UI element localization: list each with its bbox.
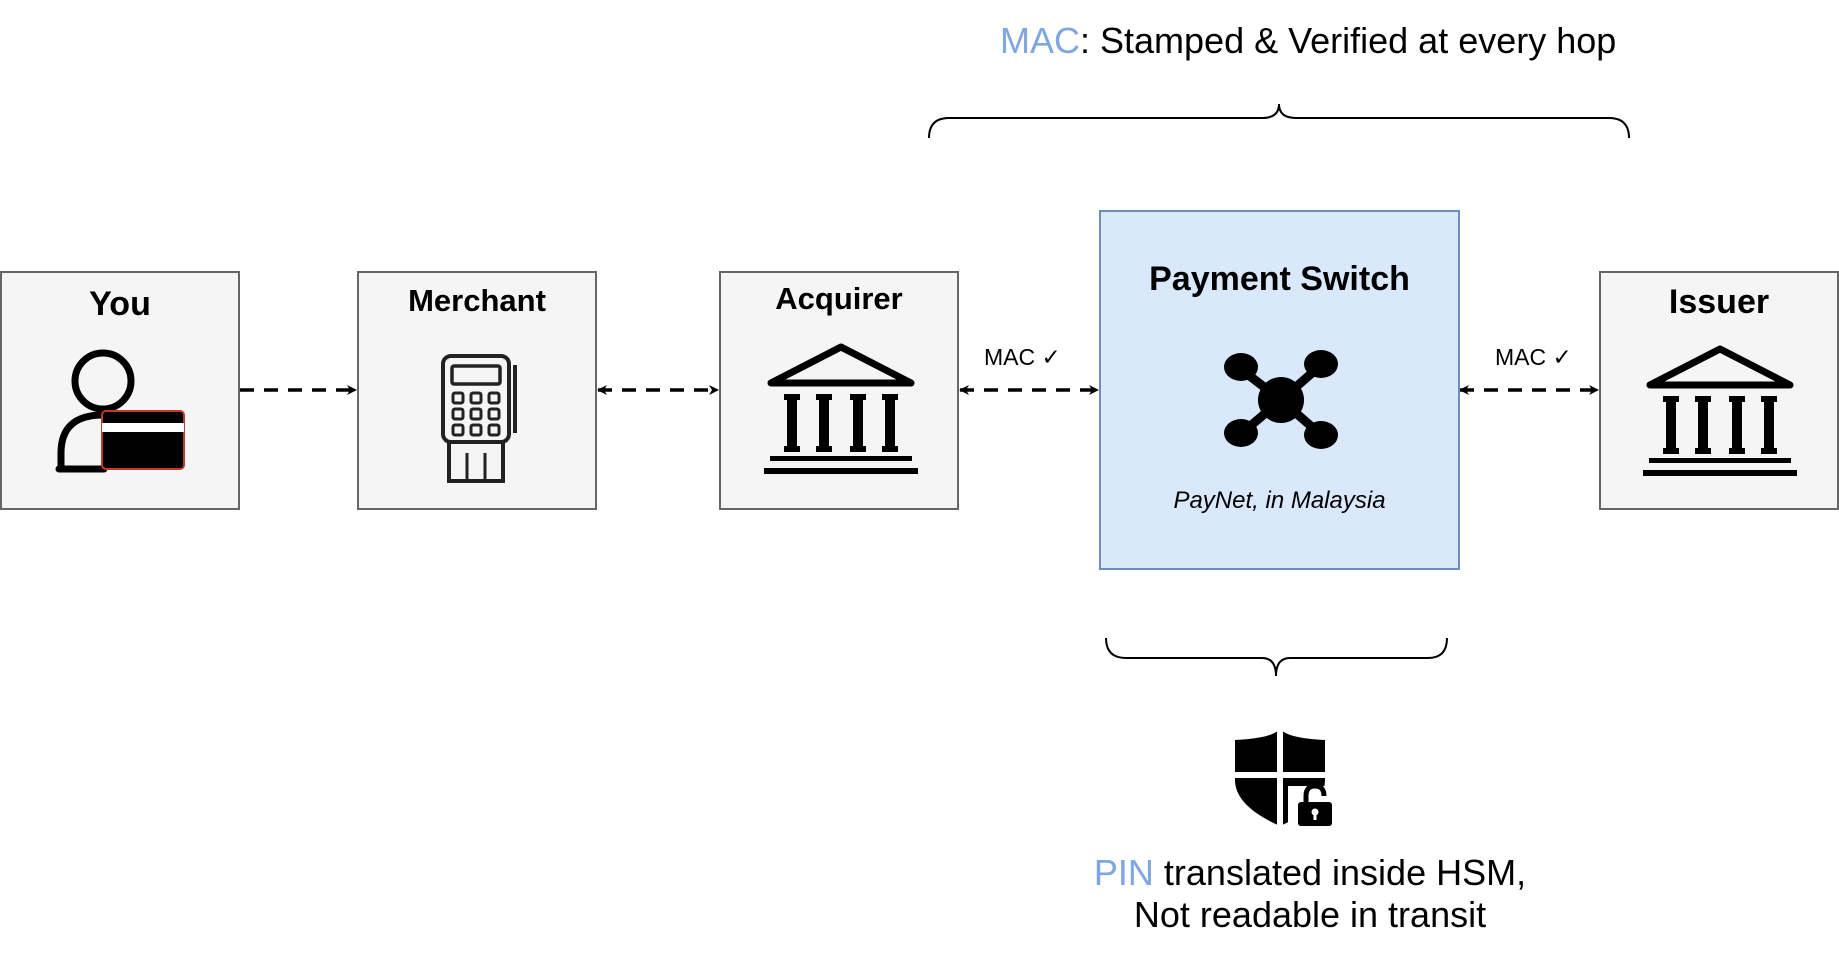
pin-caption: PIN translated inside HSM, Not readable … xyxy=(1010,852,1610,936)
edge-label-switch-issuer: MAC ✓ xyxy=(1495,344,1572,370)
mac-brace xyxy=(928,103,1630,139)
node-issuer: Issuer xyxy=(1599,271,1839,510)
node-payment-switch: Payment Switch PayNet, in Malaysia xyxy=(1099,210,1460,570)
node-payment-switch-sublabel: PayNet, in Malaysia xyxy=(1173,487,1386,514)
node-merchant-label: Merchant xyxy=(408,283,546,318)
bank-icon xyxy=(764,343,918,474)
pin-caption-line-2: Not readable in transit xyxy=(1133,894,1487,935)
pin-caption-line-1-text: translated inside HSM, xyxy=(1153,852,1527,893)
network-hub-icon xyxy=(1224,350,1338,449)
person-with-card-icon xyxy=(55,349,185,473)
pin-caption-line-1: PIN translated inside HSM, xyxy=(1010,852,1610,894)
node-acquirer-label: Acquirer xyxy=(775,281,903,316)
mac-caption-text: : Stamped & Verified at every hop xyxy=(1080,20,1617,61)
pin-brace xyxy=(1105,637,1448,677)
node-acquirer: Acquirer xyxy=(719,271,959,510)
pin-caption-highlight: PIN xyxy=(1093,852,1154,893)
bank-icon xyxy=(1643,345,1797,476)
node-issuer-label: Issuer xyxy=(1668,283,1770,321)
node-you: You xyxy=(0,271,240,510)
edge-label-acquirer-switch: MAC ✓ xyxy=(984,344,1061,370)
shield-lock-icon xyxy=(1230,728,1338,828)
node-you-label: You xyxy=(89,285,151,323)
mac-caption: MAC: Stamped & Verified at every hop xyxy=(1000,20,1616,62)
node-merchant: Merchant xyxy=(357,271,597,510)
mac-caption-highlight: MAC xyxy=(1000,20,1080,61)
card-terminal-icon xyxy=(441,354,517,483)
node-payment-switch-label: Payment Switch xyxy=(1149,260,1410,298)
